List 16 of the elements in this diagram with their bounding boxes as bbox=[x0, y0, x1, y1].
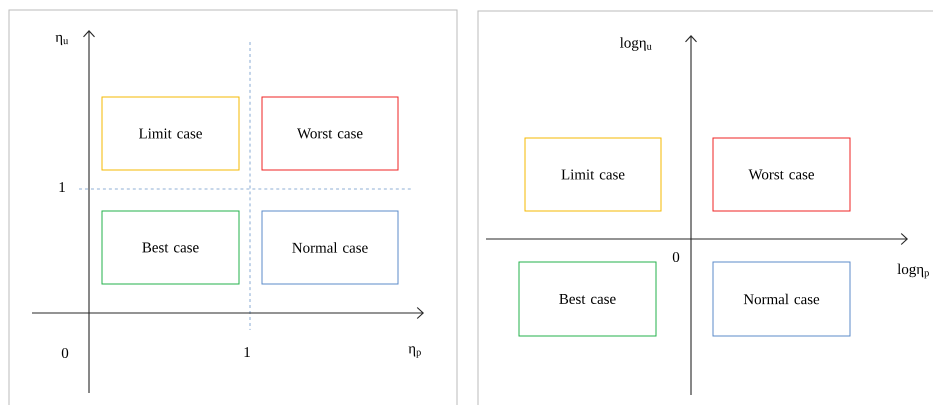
tick-label: 0 bbox=[672, 252, 680, 262]
tick-label: 0 bbox=[62, 348, 68, 358]
quadrant-box: Worst case bbox=[712, 138, 850, 212]
quadrant-box: Normal case bbox=[712, 262, 850, 336]
axis-label: logη$_{p}$ bbox=[897, 264, 929, 278]
quadrant-box: Worst case bbox=[262, 96, 398, 170]
axis-label: logη$_{u}$ bbox=[620, 37, 652, 51]
tick-label: 1 bbox=[244, 347, 250, 357]
quadrant-box: Limit case bbox=[524, 138, 662, 212]
quadrant-box: Normal case bbox=[262, 210, 398, 284]
axis-label: η$_{u}$ bbox=[55, 34, 68, 46]
quadrant-box: Best case bbox=[102, 210, 240, 284]
tick-label: 1 bbox=[60, 182, 65, 192]
quadrant-box: Best case bbox=[518, 262, 656, 336]
axis-label: η$_{p}$ bbox=[408, 346, 421, 358]
quadrant-box: Limit case bbox=[102, 96, 240, 170]
